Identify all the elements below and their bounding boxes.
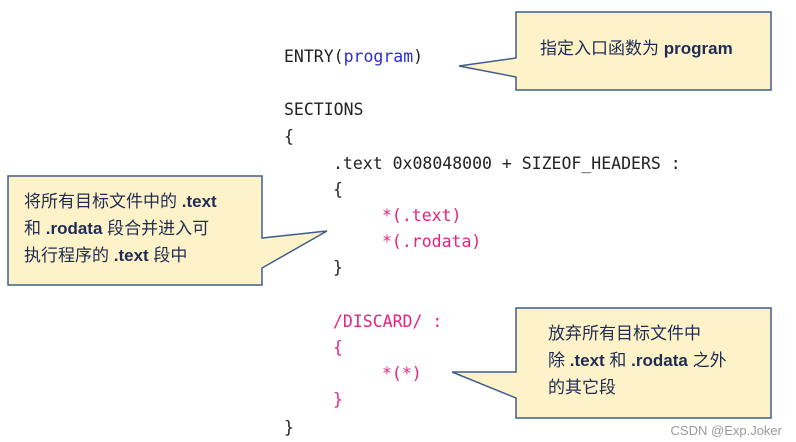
entry-keyword: ENTRY( [284, 47, 344, 66]
discard-keyword: /DISCARD/ [333, 312, 423, 331]
callout-bold: .rodata [45, 219, 103, 238]
callout-line: 除 .text 和 .rodata 之外 [548, 347, 727, 374]
sections-keyword: SECTIONS [284, 100, 364, 119]
callout-line: 的其它段 [548, 378, 616, 397]
callout-line: 放弃所有目标文件中 [548, 324, 701, 343]
callout-text: 将所有目标文件中的 [24, 192, 182, 211]
callout-bold: .text [113, 246, 149, 265]
watermark: CSDN @Exp.Joker [670, 423, 782, 438]
callout-line: 和 .rodata 段合并进入可 [24, 215, 217, 242]
discard-all-input: *(*) [382, 364, 422, 383]
sections-close-brace: } [284, 418, 294, 437]
callout-text: 执行程序的 [24, 246, 114, 265]
discard-open-brace: { [333, 338, 343, 357]
sections-open-brace: { [284, 127, 294, 146]
callout-text: 和 [604, 351, 632, 370]
text-close-brace: } [333, 258, 343, 277]
callout-discard-shape [451, 307, 772, 419]
text-open-brace: { [333, 180, 343, 199]
callout-line: 将所有目标文件中的 .text [24, 188, 217, 215]
text-input: *(.text) [382, 206, 462, 225]
callout-line: 执行程序的 .text 段中 [24, 242, 217, 269]
callout-text: 除 [548, 351, 570, 370]
callout-entry-shape [458, 11, 772, 91]
callout-text: 段中 [148, 246, 188, 265]
callout-bold: program [663, 39, 733, 58]
entry-argument: program [343, 47, 414, 66]
callout-merge-shape [7, 175, 328, 286]
callout-merge-text: 将所有目标文件中的 .text 和 .rodata 段合并进入可 执行程序的 .… [24, 188, 217, 269]
callout-discard-text: 放弃所有目标文件中 除 .text 和 .rodata 之外 的其它段 [548, 320, 727, 401]
discard-colon: : [422, 312, 443, 331]
callout-text: 和 [24, 219, 46, 238]
text-section-line: .text 0x08048000 + SIZEOF_HEADERS : [333, 154, 681, 173]
callout-bold: .text [569, 351, 605, 370]
discard-close-brace: } [333, 390, 343, 409]
callout-bold: .rodata [631, 351, 688, 370]
discard-line: /DISCARD/ : [333, 312, 442, 332]
entry-line: ENTRY(program) [284, 47, 423, 67]
entry-close: ) [413, 47, 424, 66]
rodata-input: *(.rodata) [382, 232, 482, 251]
callout-bold: .text [181, 192, 217, 211]
callout-text: 段合并进入可 [102, 219, 210, 238]
callout-entry-text: 指定入口函数为 program [540, 35, 733, 62]
callout-text: 指定入口函数为 [540, 39, 664, 58]
callout-text: 之外 [687, 351, 727, 370]
